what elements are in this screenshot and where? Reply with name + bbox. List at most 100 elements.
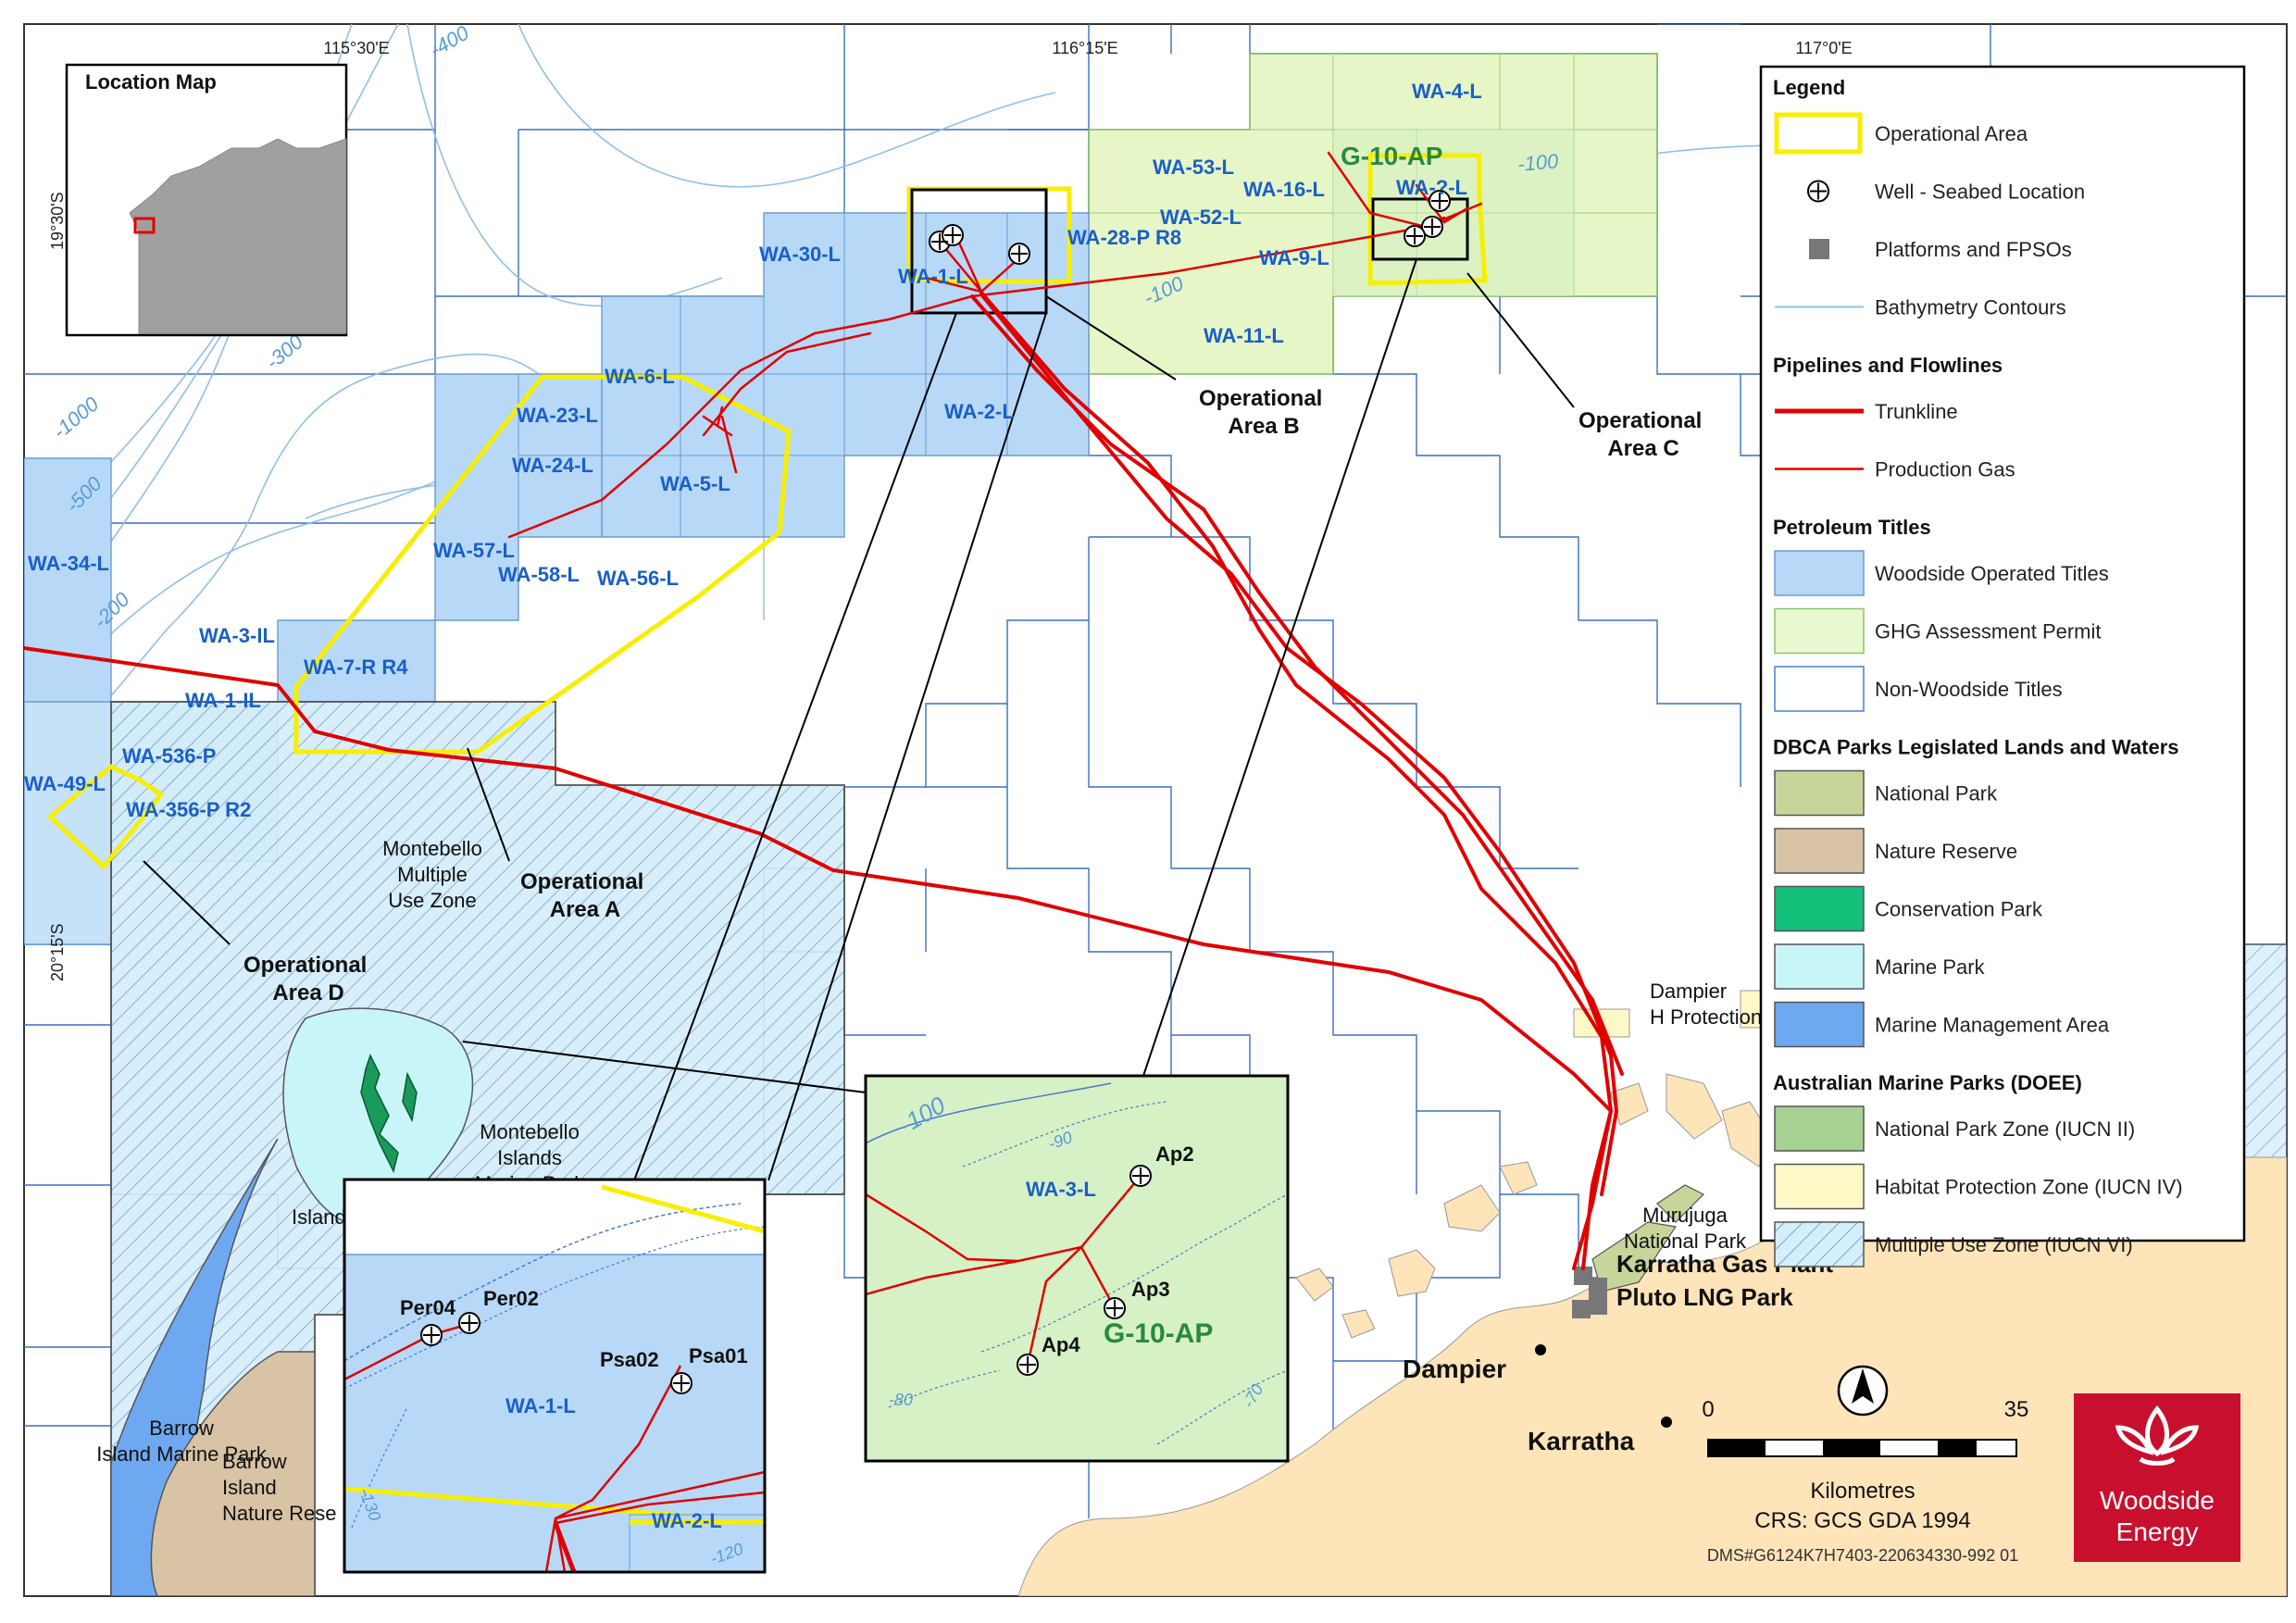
legend-item: National Park Zone (IUCN II) — [1774, 1105, 2135, 1152]
title-label: WA-23-L — [517, 404, 598, 427]
legend-label: Conservation Park — [1875, 898, 2043, 921]
op-area-a-label: Operational Area A — [520, 869, 650, 922]
legend-swatch — [1774, 550, 1865, 596]
title-label: WA-9-L — [1259, 246, 1329, 269]
legend-item: DBCA Parks Legislated Lands and Waters — [1773, 736, 2179, 759]
legend-label: Nature Reserve — [1875, 840, 2017, 863]
karratha-label: Karratha — [1528, 1427, 1635, 1455]
op-area-label-line2: Area C — [1607, 436, 1678, 461]
barrow-island-nature-reserve — [150, 1351, 316, 1596]
north-arrow — [1837, 1365, 1889, 1417]
title-labels: WA-4-L WA-53-L WA-16-L WA-52-L WA-9-L WA… — [24, 80, 1482, 821]
woodside-logo: Woodside Energy — [2074, 1393, 2240, 1562]
legend-swatch — [1774, 1105, 1865, 1152]
legend-label: Woodside Operated Titles — [1875, 562, 2109, 585]
legend-label: Production Gas — [1875, 458, 2015, 481]
title-label: WA-57-L — [433, 539, 515, 562]
legend-swatch — [1774, 769, 1865, 817]
legend-label: National Park Zone (IUCN II) — [1875, 1117, 2135, 1141]
dampier-label: Dampier — [1403, 1355, 1506, 1383]
legend-item: Petroleum Titles — [1773, 516, 1931, 539]
pluto-lng-label: Pluto LNG Park — [1616, 1283, 1793, 1311]
contour-label: -100 — [1516, 149, 1560, 176]
legend-swatch — [1774, 1001, 1865, 1048]
legend-heading: Legend — [1773, 76, 1845, 99]
legend-item: Production Gas — [1775, 458, 2015, 481]
legend-item: Conservation Park — [1774, 885, 2043, 932]
scale-start: 0 — [1702, 1397, 1714, 1422]
title-label: WA-3-IL — [199, 624, 275, 647]
grat-left-2: 20°15'S — [48, 923, 67, 981]
inset-wa-1-l: Per04 Per02 Psa02 Psa01 WA-1-L WA-2-L -1… — [343, 1178, 767, 1574]
legend-item: Habitat Protection Zone (IUCN IV) — [1774, 1163, 2183, 1210]
logo-line2: Energy — [2116, 1517, 2199, 1546]
grat-top-1: 115°30'E — [323, 39, 389, 57]
legend-item: Marine Park — [1774, 943, 1986, 990]
legend-swatch — [1774, 1221, 1865, 1267]
well-label: Per04 — [400, 1296, 456, 1319]
title-label: WA-5-L — [660, 472, 730, 495]
legend-label: Operational Area — [1875, 122, 2028, 145]
legend-item: Bathymetry Contours — [1775, 296, 2066, 319]
title-label: WA-56-L — [597, 567, 679, 590]
legend-swatch — [1774, 607, 1865, 655]
legend-label: National Park — [1875, 782, 1998, 805]
title-label: WA-16-L — [1243, 178, 1325, 201]
title-label: WA-7-R R4 — [304, 655, 408, 679]
legend-swatch-operational-area — [1774, 112, 1863, 155]
legend-swatch — [1774, 666, 1865, 712]
scale-end: 35 — [2004, 1397, 2029, 1422]
well-label: Psa01 — [689, 1344, 748, 1367]
op-area-d-label: Operational Area D — [243, 953, 373, 1005]
title-label: WA-536-P — [122, 744, 216, 768]
doc-id: DMS#G6124K7H7403-220634330-992 01 — [1707, 1546, 2018, 1565]
grat-top-3: 117°0'E — [1795, 39, 1852, 57]
location-map: Location Map — [65, 63, 348, 337]
legend-swatch — [1774, 828, 1865, 874]
well-label: Ap4 — [1042, 1333, 1080, 1356]
island-partial-label: Island — [292, 1205, 346, 1229]
platform-icon — [1809, 239, 1829, 259]
legend-item: Operational Area — [1774, 112, 2028, 155]
well-label: Ap2 — [1155, 1142, 1194, 1166]
legend-item: National Park — [1774, 769, 1998, 817]
logo-line1: Woodside — [2100, 1486, 2215, 1515]
legend-swatch — [1774, 1163, 1865, 1210]
title-label: WA-356-P R2 — [126, 798, 251, 821]
well-label: Ap3 — [1131, 1278, 1170, 1301]
crs-label: CRS: GCS GDA 1994 — [1754, 1508, 1970, 1533]
title-label: WA-6-L — [605, 365, 675, 388]
legend-label: Trunkline — [1875, 400, 1958, 423]
legend-item: Well - Seabed Location — [1807, 180, 2085, 204]
title-label: WA-?-L — [1396, 176, 1467, 199]
legend-item: GHG Assessment Permit — [1774, 607, 2102, 655]
title-label: WA-1-L — [898, 265, 968, 288]
legend-label: Marine Park — [1875, 955, 1986, 979]
grat-left-1: 19°30'S — [48, 192, 67, 250]
legend-item: Australian Marine Parks (DOEE) — [1773, 1071, 2082, 1094]
scale-unit: Kilometres — [1810, 1479, 1915, 1504]
legend-label: Habitat Protection Zone (IUCN IV) — [1875, 1176, 2183, 1199]
legend-item: Woodside Operated Titles — [1774, 550, 2109, 596]
field-label: G-10-AP — [1341, 142, 1442, 170]
title-label: WA-58-L — [498, 563, 580, 586]
title-label: WA-4-L — [1412, 80, 1482, 103]
legend-swatch — [1774, 885, 1865, 932]
legend-label: Marine Management Area — [1875, 1014, 2110, 1037]
location-indicator — [133, 217, 156, 234]
op-area-b-label: Operational Area B — [1199, 386, 1329, 439]
legend-heading: Pipelines and Flowlines — [1773, 354, 2003, 377]
legend-item: Nature Reserve — [1774, 828, 2017, 874]
legend-item: Marine Management Area — [1774, 1001, 2110, 1048]
legend-label: GHG Assessment Permit — [1875, 620, 2102, 643]
callout-lines — [143, 258, 1575, 1181]
title-label: WA-53-L — [1153, 156, 1234, 179]
legend-item: Trunkline — [1775, 400, 1958, 423]
